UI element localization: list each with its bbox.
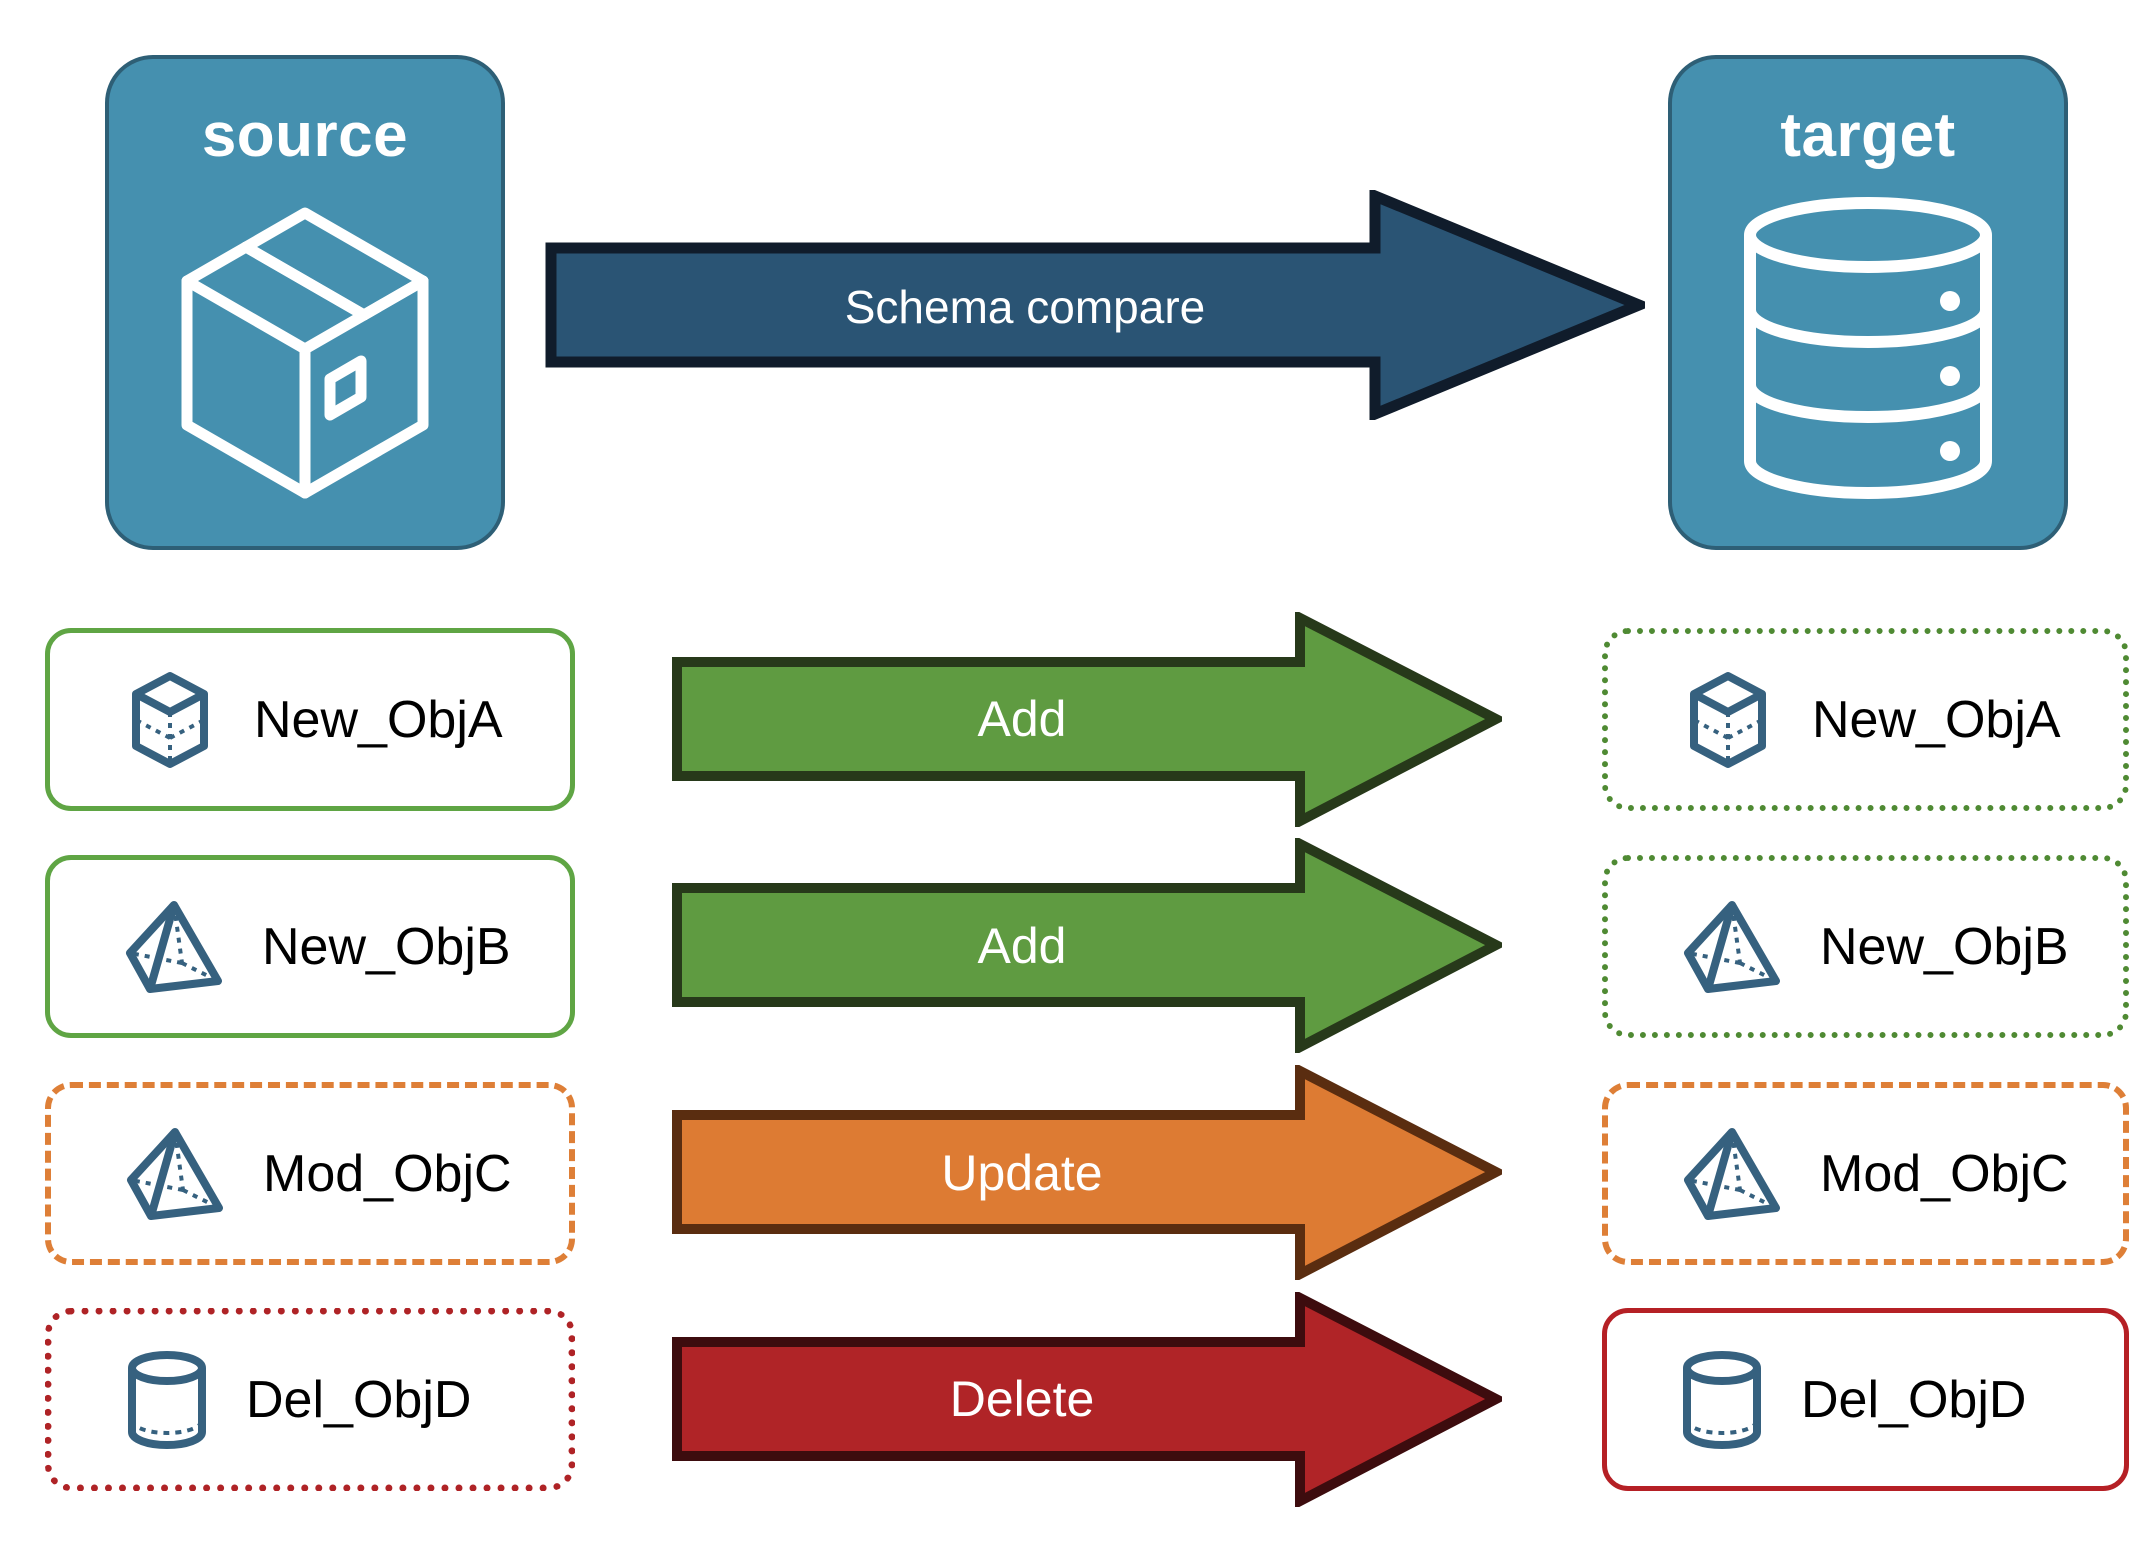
cube-outline-icon xyxy=(132,671,208,768)
package-box-icon xyxy=(165,193,445,518)
source-object-label: New_ObjB xyxy=(262,917,511,976)
database-cylinder-icon xyxy=(1738,193,1998,508)
target-object-box[interactable]: New_ObjA xyxy=(1602,628,2129,811)
target-object-label: Mod_ObjC xyxy=(1820,1144,2069,1203)
pyramid-outline-icon xyxy=(127,1127,223,1220)
add-action-arrow[interactable] xyxy=(672,612,1502,827)
target-object-box[interactable]: Del_ObjD xyxy=(1602,1308,2129,1491)
source-object-box[interactable]: New_ObjB xyxy=(45,855,575,1038)
target-title: target xyxy=(1780,101,1956,170)
source-object-box[interactable]: Mod_ObjC xyxy=(45,1082,575,1265)
schema-compare-arrow xyxy=(545,190,1645,420)
delete-action-arrow[interactable] xyxy=(672,1292,1502,1507)
pyramid-outline-icon xyxy=(1684,900,1780,993)
add-action-arrow[interactable] xyxy=(672,838,1502,1053)
pyramid-outline-icon xyxy=(126,900,222,993)
source-object-label: New_ObjA xyxy=(254,690,503,749)
cube-outline-icon xyxy=(1690,671,1766,768)
cylinder-outline-icon xyxy=(1683,1350,1761,1449)
target-object-label: New_ObjB xyxy=(1820,917,2069,976)
source-object-label: Del_ObjD xyxy=(246,1370,472,1429)
source-object-box[interactable]: Del_ObjD xyxy=(45,1308,575,1491)
source-object-label: Mod_ObjC xyxy=(263,1144,512,1203)
target-object-box[interactable]: Mod_ObjC xyxy=(1602,1082,2129,1265)
source-title: source xyxy=(201,101,409,170)
source-object-box[interactable]: New_ObjA xyxy=(45,628,575,811)
target-object-label: New_ObjA xyxy=(1812,690,2061,749)
target-object-box[interactable]: New_ObjB xyxy=(1602,855,2129,1038)
update-action-arrow[interactable] xyxy=(672,1065,1502,1280)
pyramid-outline-icon xyxy=(1684,1127,1780,1220)
target-endpoint-card: target xyxy=(1668,55,2068,550)
source-endpoint-card: source xyxy=(105,55,505,550)
target-object-label: Del_ObjD xyxy=(1801,1370,2027,1429)
cylinder-outline-icon xyxy=(128,1350,206,1449)
